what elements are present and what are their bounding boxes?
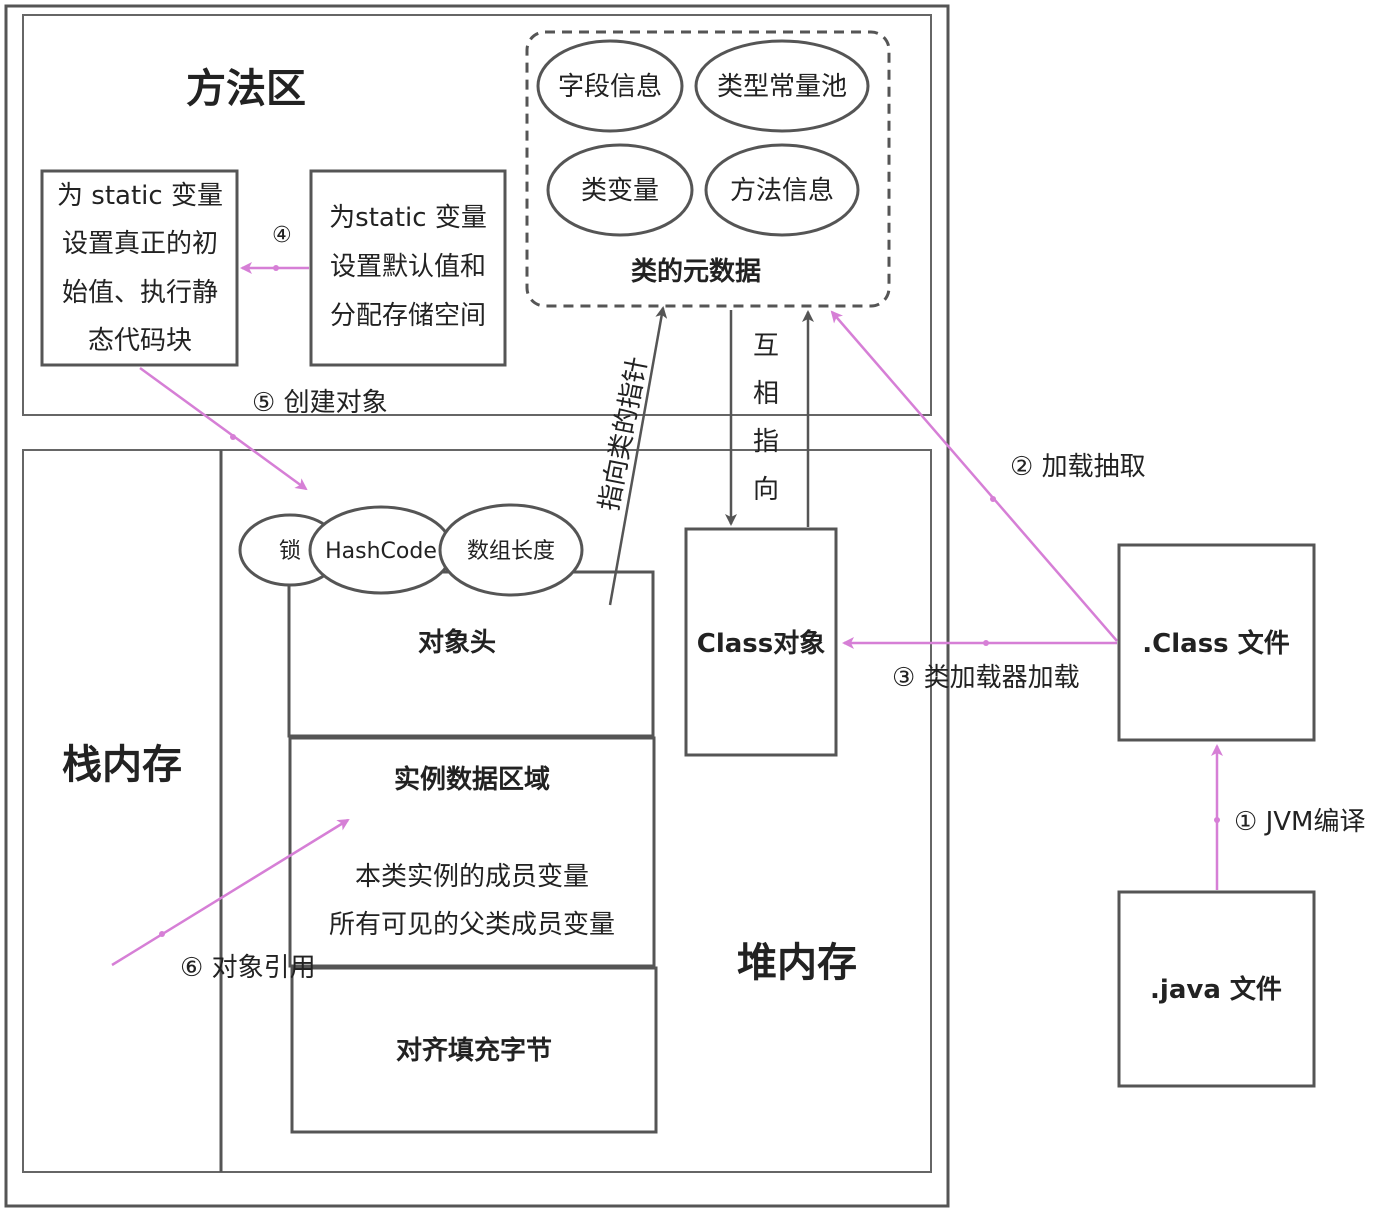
edge-class-pointer-label: 指向类的指针 — [594, 354, 653, 513]
edge-create-object — [139, 366, 308, 491]
method-area-box — [22, 14, 932, 416]
edge-mutual-label-1: 互 — [753, 331, 779, 361]
stack-heap-box — [22, 449, 932, 1173]
edge-load-extract-label: ② 加载抽取 — [1010, 452, 1146, 482]
class-file-box — [1117, 543, 1316, 742]
array-length-oval: 数组长度 — [438, 503, 584, 597]
edge-mutual-label-4: 向 — [753, 475, 779, 505]
edge-dot — [159, 931, 165, 937]
object-header-label: 对象头 — [418, 627, 496, 658]
padding-box — [290, 966, 658, 1134]
edge-mutual-label-2: 相 — [753, 379, 779, 409]
jvm-outer-frame — [4, 4, 950, 1208]
class-metadata-title: 类的元数据 — [631, 256, 761, 287]
static-init-line-3: 始值、执行静 — [62, 278, 218, 308]
edge-dot — [230, 434, 236, 440]
static-default-line-1: 为static 变量 — [329, 203, 487, 233]
instance-data-line-1: 本类实例的成员变量 — [355, 862, 589, 892]
hashcode-oval: HashCode — [308, 505, 454, 595]
class-file-label: .Class 文件 — [1142, 628, 1289, 659]
edge-set-initial-label: ④ — [272, 223, 292, 248]
edge-class-pointer — [608, 306, 668, 606]
edge-dot — [990, 496, 996, 502]
instance-data-line-2: 所有可见的父类成员变量 — [329, 910, 615, 940]
edge-dot — [273, 265, 279, 271]
class-variable-oval: 类变量 — [546, 143, 694, 237]
lock-label: 锁 — [279, 539, 301, 564]
method-area-title: 方法区 — [186, 66, 306, 112]
instance-data-title: 实例数据区域 — [394, 764, 550, 795]
edge-object-reference-label: ⑥ 对象引用 — [180, 953, 316, 983]
constant-pool-oval: 类型常量池 — [694, 39, 870, 133]
static-init-box — [40, 169, 239, 367]
static-init-line-4: 态代码块 — [88, 326, 192, 356]
method-info-oval: 方法信息 — [704, 143, 860, 237]
padding-label: 对齐填充字节 — [396, 1035, 552, 1066]
heap-title: 堆内存 — [737, 940, 857, 986]
static-init-line-1: 为 static 变量 — [57, 181, 223, 211]
java-file-label: .java 文件 — [1150, 974, 1282, 1005]
constant-pool-label: 类型常量池 — [717, 72, 847, 102]
java-file-box — [1117, 890, 1316, 1088]
static-default-line-3: 分配存储空间 — [330, 301, 486, 331]
field-info-oval: 字段信息 — [536, 39, 684, 133]
hashcode-label: HashCode — [325, 539, 437, 564]
edge-class-loader-label: ③ 类加载器加载 — [892, 663, 1080, 693]
class-object-label: Class对象 — [697, 628, 826, 659]
method-info-label: 方法信息 — [730, 176, 834, 206]
static-init-line-2: 设置真正的初 — [62, 229, 218, 259]
edge-dot — [1214, 817, 1220, 823]
field-info-label: 字段信息 — [558, 72, 662, 102]
edge-dot — [983, 640, 989, 646]
class-variable-label: 类变量 — [581, 176, 659, 206]
array-length-label: 数组长度 — [467, 539, 555, 564]
edge-mutual-label-3: 指 — [753, 427, 779, 457]
instance-data-box — [288, 736, 656, 968]
class-object-box — [684, 527, 838, 757]
edge-object-reference — [111, 818, 350, 967]
stack-title: 栈内存 — [62, 742, 182, 788]
edge-create-object-label: ⑤ 创建对象 — [252, 388, 388, 418]
edge-load-extract — [830, 310, 1118, 642]
edge-jvm-compile-label: ① JVM编译 — [1234, 807, 1365, 837]
static-default-line-2: 设置默认值和 — [330, 252, 486, 282]
class-metadata-box — [525, 30, 891, 308]
static-default-box — [309, 169, 507, 367]
